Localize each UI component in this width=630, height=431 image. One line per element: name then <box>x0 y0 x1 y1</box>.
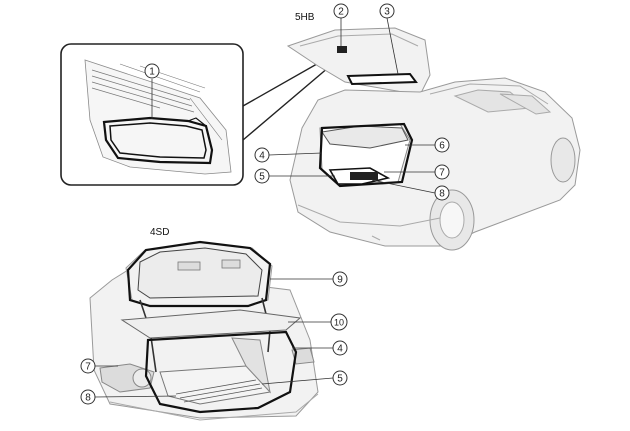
callout-7-hatchback: 7 <box>439 168 445 179</box>
inset-weatherstrip-seal <box>102 116 214 165</box>
hatchback-illustration: 5HB <box>286 12 581 251</box>
callout-10: 10 <box>334 318 344 328</box>
hatchback-label: 5HB <box>295 12 315 23</box>
callout-8-sedan: 8 <box>85 393 91 404</box>
hatchback-callouts: 2 3 4 5 6 7 8 <box>254 3 450 201</box>
sedan-callouts: 9 10 4 5 7 8 <box>80 271 348 405</box>
callout-1: 1 <box>149 67 155 78</box>
callout-2: 2 <box>338 7 344 18</box>
callout-9: 9 <box>337 275 343 286</box>
sedan-illustration: 4SD <box>89 227 319 421</box>
sedan-label: 4SD <box>150 227 169 238</box>
callout-4-hatchback: 4 <box>259 151 265 162</box>
callout-1-circle <box>144 63 160 79</box>
callout-4-sedan: 4 <box>337 344 343 355</box>
callout-5-hatchback: 5 <box>259 172 265 183</box>
callout-6: 6 <box>439 141 445 152</box>
hb-tailgate-latch <box>337 46 347 53</box>
callout-7-sedan: 7 <box>85 362 91 373</box>
callout-5-sedan: 5 <box>337 374 343 385</box>
detail-inset: 1 <box>60 43 343 186</box>
callout-8-hatchback: 8 <box>439 189 445 200</box>
callout-3: 3 <box>384 7 390 18</box>
